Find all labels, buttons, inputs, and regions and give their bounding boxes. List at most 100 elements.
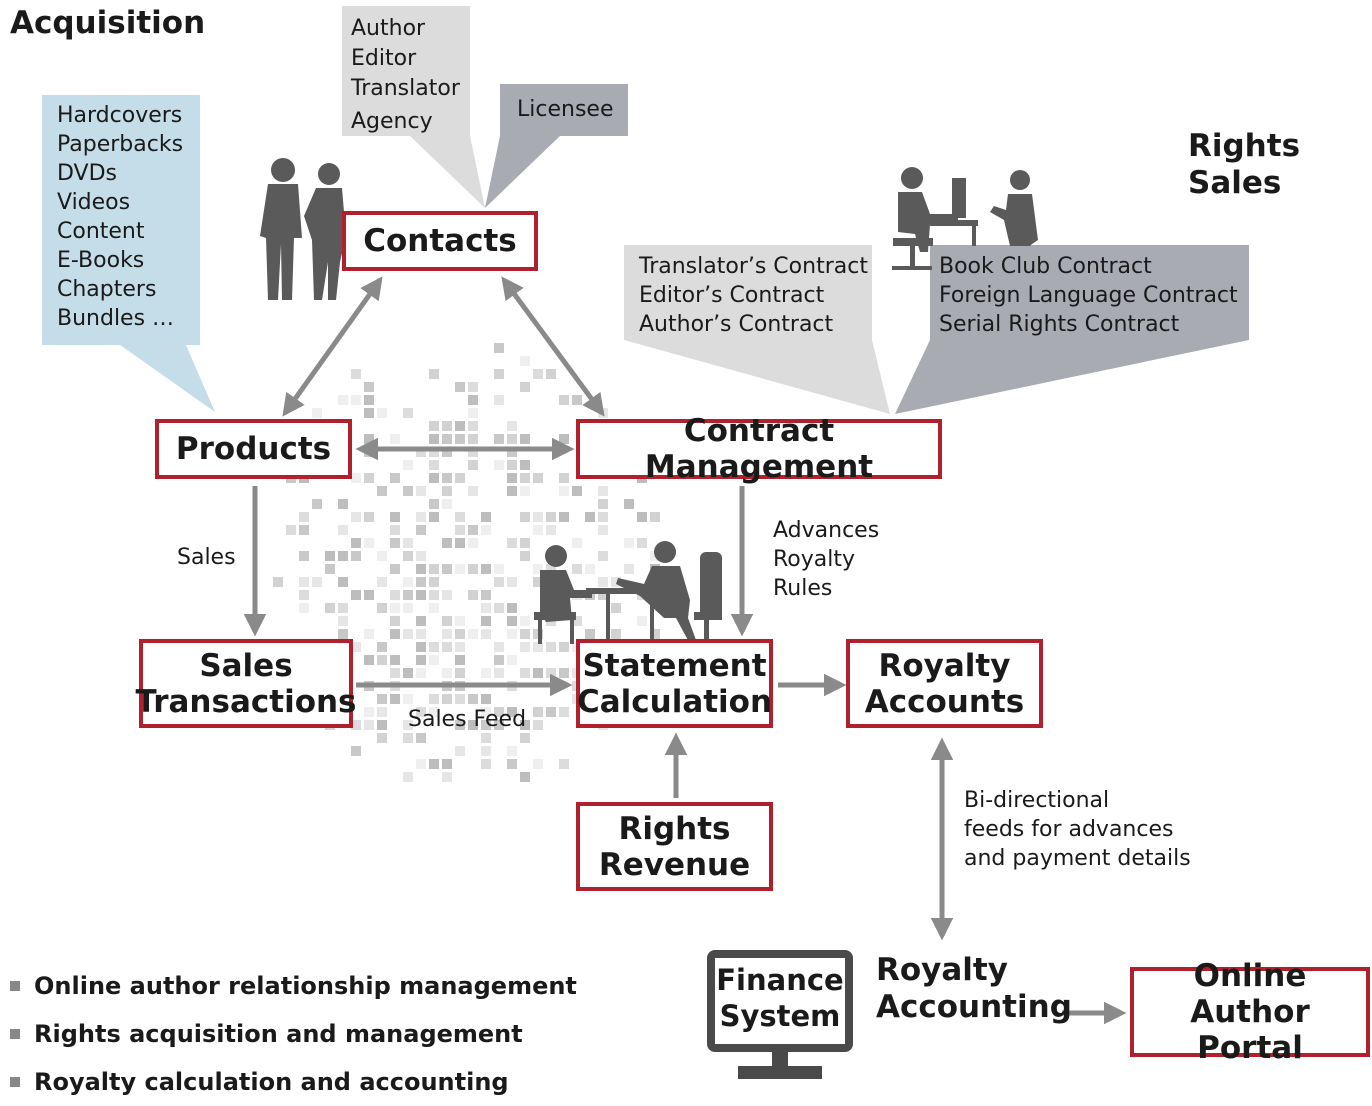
mosaic-tile bbox=[442, 499, 452, 509]
mosaic-tile bbox=[416, 551, 426, 561]
mosaic-tile bbox=[494, 460, 504, 470]
mosaic-tile bbox=[533, 720, 543, 730]
mosaic-tile bbox=[611, 577, 621, 587]
feature-bullet-list: Online author relationship management Ri… bbox=[10, 962, 577, 1106]
mosaic-tile bbox=[390, 434, 400, 444]
online-author-portal-box: Online Author Portal bbox=[1130, 958, 1370, 1066]
mosaic-tile bbox=[390, 512, 400, 522]
contract-item: Serial Rights Contract bbox=[939, 312, 1180, 337]
mosaic-tile bbox=[364, 590, 374, 600]
mosaic-tile bbox=[338, 525, 348, 535]
mosaic-tile bbox=[650, 629, 660, 639]
rights-revenue-label-line1: Rights bbox=[618, 810, 731, 847]
product-type-item: Paperbacks bbox=[57, 132, 184, 157]
mosaic-tile bbox=[494, 668, 504, 678]
mosaic-tile bbox=[546, 668, 556, 678]
mosaic-tile bbox=[533, 668, 543, 678]
mosaic-tile bbox=[546, 707, 556, 717]
mosaic-tile bbox=[572, 395, 582, 405]
mosaic-tile bbox=[481, 759, 491, 769]
mosaic-tile bbox=[468, 694, 478, 704]
mosaic-tile bbox=[377, 577, 387, 587]
mosaic-tile bbox=[598, 486, 608, 496]
products-label: Products bbox=[175, 431, 332, 467]
mosaic-tile bbox=[390, 538, 400, 548]
mosaic-tile bbox=[455, 564, 465, 574]
mosaic-tile bbox=[650, 512, 660, 522]
product-type-item: Chapters bbox=[57, 277, 157, 302]
mosaic-tile bbox=[403, 460, 413, 470]
mosaic-tile bbox=[403, 590, 413, 600]
mosaic-tile bbox=[598, 499, 608, 509]
mosaic-tile bbox=[455, 642, 465, 652]
sales-feed-label: Sales Feed bbox=[408, 707, 527, 732]
contact-role-item: Author bbox=[351, 16, 426, 41]
mosaic-tile bbox=[403, 408, 413, 418]
statement-calculation-label-line2: Calculation bbox=[576, 683, 773, 720]
mosaic-tile bbox=[546, 512, 556, 522]
mosaic-tile bbox=[520, 356, 530, 366]
mosaic-tile bbox=[468, 395, 478, 405]
mosaic-tile bbox=[533, 369, 543, 379]
mosaic-tile bbox=[520, 772, 530, 782]
mosaic-tile bbox=[585, 512, 595, 522]
mosaic-tile bbox=[494, 564, 504, 574]
product-type-item: Content bbox=[57, 219, 145, 244]
mosaic-tile bbox=[468, 564, 478, 574]
mosaic-tile bbox=[559, 473, 569, 483]
mosaic-tile bbox=[390, 694, 400, 704]
mosaic-tile bbox=[416, 733, 426, 743]
mosaic-tile bbox=[429, 707, 439, 717]
mosaic-tile bbox=[455, 746, 465, 756]
mosaic-tile bbox=[494, 343, 504, 353]
contact-role-item: Agency bbox=[351, 109, 433, 134]
online-author-portal-label-line2: Author Portal bbox=[1190, 994, 1310, 1066]
mosaic-tile bbox=[455, 421, 465, 431]
mosaic-tile bbox=[390, 603, 400, 613]
mosaic-tile bbox=[533, 759, 543, 769]
mosaic-tile bbox=[416, 642, 426, 652]
mosaic-tile bbox=[507, 603, 517, 613]
bidirectional-line: feeds for advances bbox=[964, 817, 1174, 842]
mosaic-tile bbox=[364, 395, 374, 405]
product-type-item: Videos bbox=[57, 190, 131, 215]
advances-line: Rules bbox=[773, 576, 833, 601]
mosaic-tile bbox=[403, 772, 413, 782]
rights-sales-heading-line1: Rights bbox=[1188, 128, 1301, 164]
mosaic-tile bbox=[429, 421, 439, 431]
rights-revenue-label-line2: Revenue bbox=[598, 846, 751, 883]
mosaic-tile bbox=[481, 746, 491, 756]
mosaic-tile bbox=[390, 629, 400, 639]
mosaic-tile bbox=[442, 538, 452, 548]
mosaic-tile bbox=[572, 538, 582, 548]
mosaic-tile bbox=[520, 733, 530, 743]
mosaic-tile bbox=[494, 577, 504, 587]
mosaic-tile bbox=[533, 525, 543, 535]
mosaic-tile bbox=[299, 603, 309, 613]
mosaic-tile bbox=[572, 616, 582, 626]
mosaic-tile bbox=[481, 525, 491, 535]
acquisition-contracts-callout-bg bbox=[624, 245, 890, 414]
product-type-item: Bundles … bbox=[57, 306, 175, 331]
mosaic-tile bbox=[429, 434, 439, 444]
mosaic-tile bbox=[416, 590, 426, 600]
mosaic-tile bbox=[468, 434, 478, 444]
finance-system-label: Finance System bbox=[715, 962, 845, 1034]
royalty-accounts-label-line1: Royalty bbox=[878, 647, 1011, 684]
contact-role-item: Editor bbox=[351, 46, 417, 71]
mosaic-tile bbox=[351, 538, 361, 548]
mosaic-tile bbox=[520, 486, 530, 496]
mosaic-tile bbox=[416, 486, 426, 496]
mosaic-tile bbox=[403, 733, 413, 743]
feature-bullet-text: Online author relationship management bbox=[34, 972, 577, 1000]
mosaic-tile bbox=[338, 577, 348, 587]
contract-item: Author’s Contract bbox=[639, 312, 834, 337]
mosaic-tile bbox=[520, 434, 530, 444]
mosaic-tile bbox=[390, 564, 400, 574]
contract-item: Book Club Contract bbox=[939, 254, 1152, 279]
royalty-accounting-heading-line2: Accounting bbox=[876, 989, 1072, 1025]
mosaic-tile bbox=[520, 616, 530, 626]
mosaic-tile bbox=[598, 551, 608, 561]
mosaic-tile bbox=[390, 668, 400, 678]
mosaic-tile bbox=[416, 616, 426, 626]
